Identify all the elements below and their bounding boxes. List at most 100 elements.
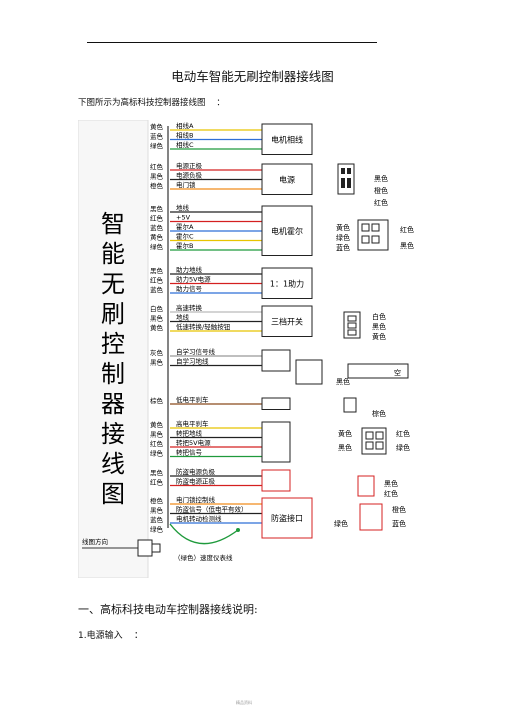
wire-name: 相线A xyxy=(176,121,194,130)
wire-group: 黑色防盗电源负极红色防盗电源正极 xyxy=(150,467,291,492)
top-rule xyxy=(87,42,377,43)
plug-box xyxy=(261,349,291,372)
wire-group: 黄色高电平刹车黑色转把地线红色转把5V电源绿色转把信号 xyxy=(150,419,291,463)
switch-connector: 白色 黑色 黄色 xyxy=(343,311,386,341)
wire-group: 黄色相线A蓝色相线B绿色相线C电机相线 xyxy=(150,121,313,155)
learn-black: 黑色 xyxy=(336,377,350,386)
antitheft-connector: 橙色 绿色 蓝色 xyxy=(334,503,406,531)
power-color-3: 红色 xyxy=(374,198,388,207)
wire-group: 红色电源正极黑色电源负极橙色电门锁电源 xyxy=(150,161,313,195)
side-title-char: 接 xyxy=(101,420,125,448)
wire-color-label: 红色 xyxy=(150,439,164,448)
wire-color-label: 蓝色 xyxy=(150,132,164,141)
brake-color-1: 黄色 xyxy=(338,429,352,438)
side-title-char: 制 xyxy=(101,360,125,388)
plug-box xyxy=(261,497,313,539)
power-color-1: 黑色 xyxy=(374,174,388,183)
side-title-char: 能 xyxy=(101,240,125,268)
subheading-colon: ： xyxy=(134,631,144,641)
learn-connector: 黑色 空 xyxy=(295,359,409,386)
wire-name: 助力地线 xyxy=(176,265,203,274)
antitheft-color-1: 橙色 xyxy=(392,505,406,514)
plug-label: 电机霍尔 xyxy=(271,226,303,236)
wire-color-label: 红色 xyxy=(150,214,164,223)
wire-group: 棕色低电平刹车 xyxy=(150,395,291,410)
plug-box xyxy=(261,469,291,492)
wire-name: 防盗信号（低电平有效） xyxy=(176,505,248,514)
wire-color-label: 黑色 xyxy=(150,314,164,323)
learn-kong: 空 xyxy=(394,368,401,377)
switch-color-3: 黄色 xyxy=(372,332,386,341)
speedo-label: （绿色）速度仪表线 xyxy=(174,553,233,562)
side-title-char: 图 xyxy=(101,480,125,508)
wire-name: 电源正极 xyxy=(176,161,203,170)
antitheft-color-3: 蓝色 xyxy=(392,519,406,528)
wire-name: 霍尔B xyxy=(176,241,193,250)
plug-label: 防盗接口 xyxy=(271,513,303,523)
wire-name: +5V xyxy=(176,214,191,222)
wire-color-label: 蓝色 xyxy=(150,285,164,294)
wire-name: 转把信号 xyxy=(176,448,203,457)
plug-box xyxy=(261,123,313,155)
side-title-char: 控 xyxy=(101,330,125,358)
wire-name: 低速转换/轻触按钮 xyxy=(176,322,231,331)
hall-color-4: 红色 xyxy=(400,225,414,234)
plug-box xyxy=(261,421,291,463)
wire-color-label: 红色 xyxy=(150,162,164,171)
side-title-char: 智 xyxy=(101,210,125,238)
wire-color-label: 红色 xyxy=(150,478,164,487)
wire-color-label: 黄色 xyxy=(150,122,164,131)
wire-group: 黑色助力地线红色助力5V电源蓝色助力信号1：1助力 xyxy=(150,265,313,299)
wire-color-label: 白色 xyxy=(150,304,164,313)
wire-name: 霍尔C xyxy=(176,232,194,241)
wire-color-label: 黄色 xyxy=(150,420,164,429)
wire-color-label: 棕色 xyxy=(150,396,164,405)
wire-color-label: 黑色 xyxy=(150,172,164,181)
plug-label: 电机相线 xyxy=(271,134,303,144)
subheading-main: 1.电源输入 xyxy=(78,631,123,641)
brake-color-3: 红色 xyxy=(396,429,410,438)
side-title: 智能无刷控制器接线图 xyxy=(101,210,125,508)
wire-color-label: 蓝色 xyxy=(150,223,164,232)
brake-color-4: 绿色 xyxy=(396,443,410,452)
plug-label: 电源 xyxy=(279,174,295,184)
plug-label: 1：1助力 xyxy=(270,278,304,288)
brown-connector: 棕色 xyxy=(343,397,386,418)
brake-color-2: 黑色 xyxy=(338,443,352,452)
section-heading: 一、高标科技电动车控制器接线说明: xyxy=(78,603,258,616)
wire-color-label: 绿色 xyxy=(150,242,164,251)
wire-name: 防盗电源正极 xyxy=(176,477,216,486)
wire-color-label: 绿色 xyxy=(150,525,164,534)
hall-color-5: 黑色 xyxy=(400,241,414,250)
wire-color-label: 灰色 xyxy=(150,348,164,357)
wire-color-label: 橙色 xyxy=(150,181,164,190)
wire-name: 自学习地线 xyxy=(176,357,209,366)
wire-name: 高电平刹车 xyxy=(176,419,209,428)
antitheft-power-connector: 黑色 红色 xyxy=(357,475,398,498)
wire-name: 电源负极 xyxy=(176,171,203,180)
wire-color-label: 黑色 xyxy=(150,468,164,477)
wire-name: 高速转换 xyxy=(176,303,203,312)
antitheft-pwr-1: 黑色 xyxy=(384,479,398,488)
hall-color-2: 绿色 xyxy=(336,233,350,242)
plug-box xyxy=(261,267,313,299)
power-color-2: 橙色 xyxy=(374,186,388,195)
wire-color-label: 绿色 xyxy=(150,449,164,458)
plug-box xyxy=(261,163,313,195)
wire-name: 助力5V电源 xyxy=(176,275,211,284)
antitheft-color-2: 绿色 xyxy=(334,519,348,528)
wire-name: 霍尔A xyxy=(176,222,194,231)
wire-name: 相线C xyxy=(176,140,194,149)
subheading: 1.电源输入 ： xyxy=(78,628,143,641)
wire-color-label: 黑色 xyxy=(150,506,164,515)
view-direction-label: 线图方向 xyxy=(82,537,108,546)
brake-connector: 黄色 黑色 红色 绿色 xyxy=(338,427,410,455)
wire-name: 相线B xyxy=(176,131,193,140)
plug-box xyxy=(261,305,313,337)
hall-color-3: 蓝色 xyxy=(336,243,350,252)
wire-group: 橙色电门锁控制线黑色防盗信号（低电平有效）蓝色电机转动检测线绿色防盗接口 xyxy=(150,495,313,539)
plug-box xyxy=(261,397,291,410)
brown-label: 棕色 xyxy=(372,409,386,418)
wire-name: 助力信号 xyxy=(176,284,203,293)
